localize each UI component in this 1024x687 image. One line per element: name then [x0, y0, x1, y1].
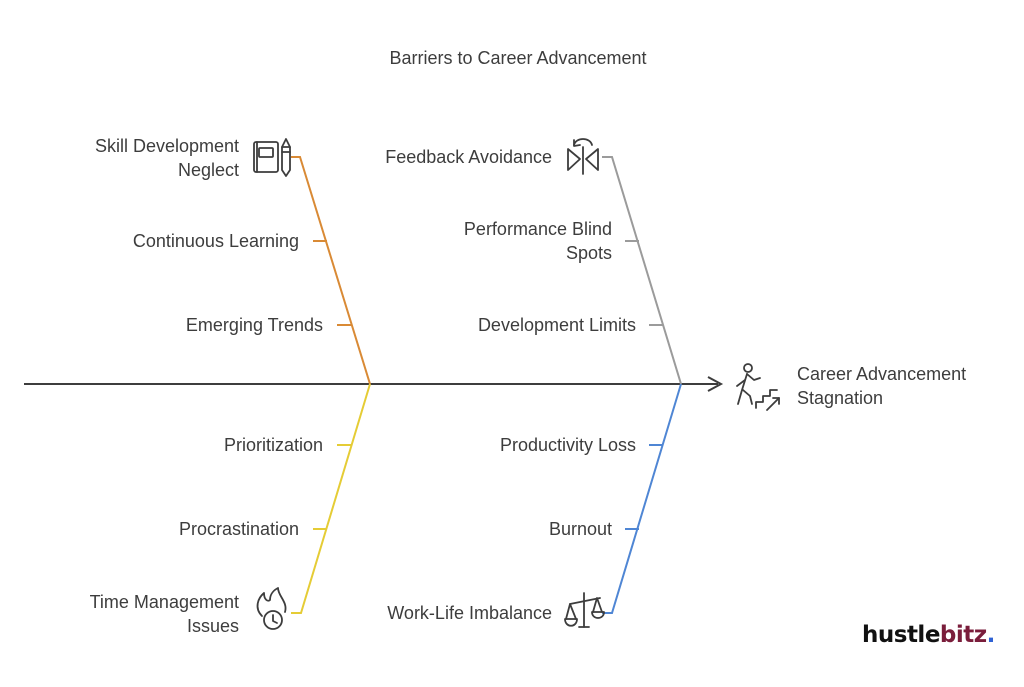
brand-dot: .	[986, 622, 996, 648]
cause-continuous-learning: Continuous Learning	[132, 231, 299, 251]
branch-bottom-right-line	[602, 383, 682, 614]
brand-part1: hustle	[862, 622, 940, 648]
branch-bottom-left	[291, 383, 371, 614]
balance-scale-icon	[564, 592, 605, 628]
branch-bottom-left-line	[291, 383, 371, 614]
flip-arrows-icon	[567, 138, 599, 175]
cause-head-work-life-imbalance: Work-Life Imbalance	[387, 603, 552, 623]
brand-logo: hustlebitz.	[862, 622, 995, 648]
branch-top-right	[602, 156, 682, 385]
cause-head-time-management-issues: Time Management Issues	[89, 592, 239, 636]
cause-emerging-trends: Emerging Trends	[185, 315, 323, 335]
diagram-title: Barriers to Career Advancement	[389, 48, 647, 68]
cause-performance-blind-spots: Performance Blind Spots	[463, 219, 612, 263]
cause-head-skill-development-neglect: Skill Development Neglect	[94, 136, 239, 180]
cause-burnout: Burnout	[548, 519, 612, 539]
effect-label: Career Advancement Stagnation	[797, 364, 967, 408]
branch-top-left	[291, 156, 371, 385]
cause-prioritization: Prioritization	[223, 435, 323, 455]
spine-arrowhead	[707, 376, 724, 392]
branch-bottom-right	[602, 383, 682, 614]
branch-top-right-line	[602, 156, 682, 385]
cause-head-feedback-avoidance: Feedback Avoidance	[385, 147, 552, 167]
person-climbing-stairs-icon	[736, 363, 780, 411]
burning-clock-icon	[256, 587, 287, 630]
notebook-pencil-icon	[253, 138, 291, 177]
cause-development-limits: Development Limits	[477, 315, 636, 335]
branch-top-left-line	[291, 156, 371, 385]
cause-procrastination: Procrastination	[178, 519, 299, 539]
cause-productivity-loss: Productivity Loss	[499, 435, 636, 455]
brand-part2: bitz	[939, 622, 987, 648]
